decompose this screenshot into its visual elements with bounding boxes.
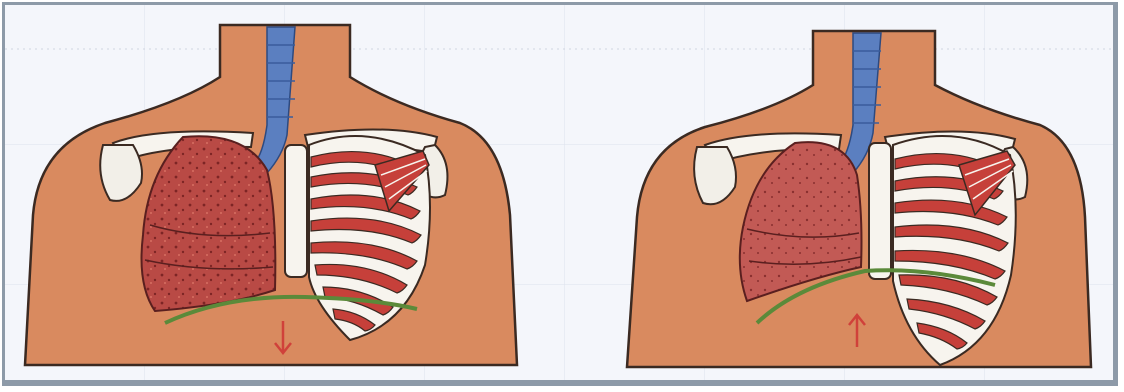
sternum-left xyxy=(285,145,307,277)
figure-frame xyxy=(2,2,1118,386)
respiration-diagram xyxy=(5,5,1118,386)
sternum-right xyxy=(869,143,891,279)
